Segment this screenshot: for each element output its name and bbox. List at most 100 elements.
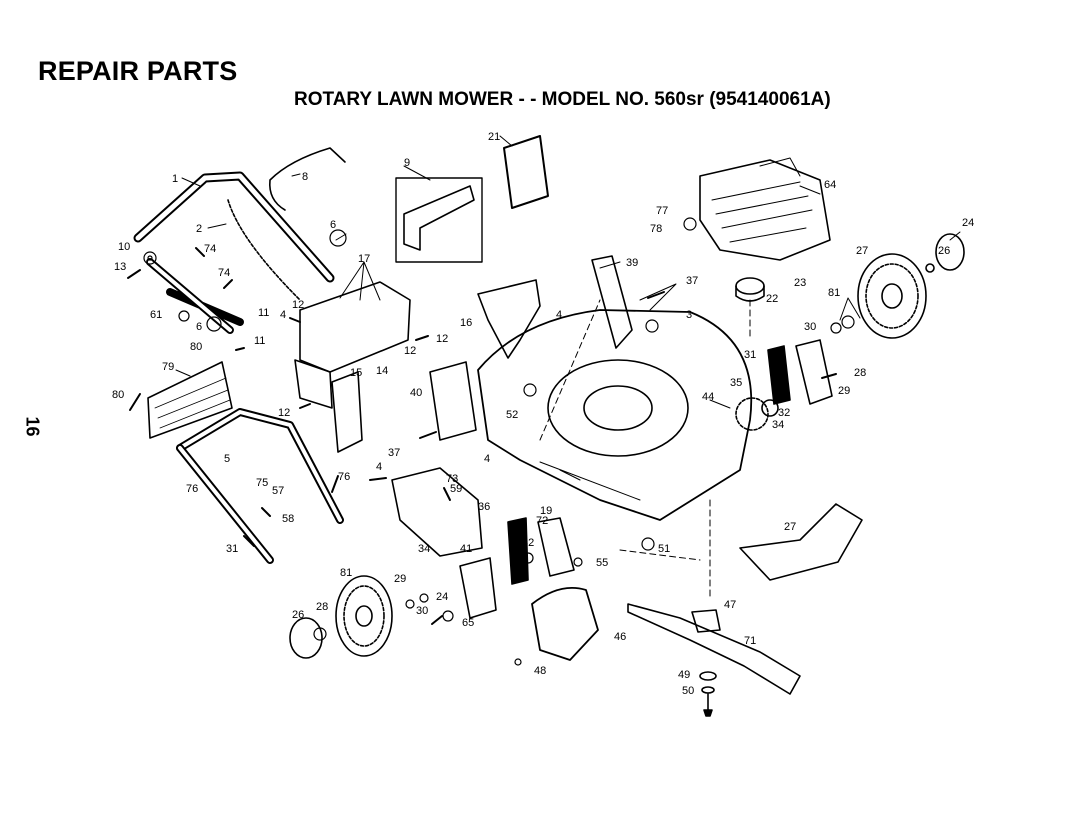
callout-label: 31	[744, 349, 756, 361]
callout-label: 4	[484, 453, 490, 465]
callout-label: 1	[172, 173, 178, 185]
callout-label: 6	[196, 321, 202, 333]
callout-label: 29	[394, 573, 406, 585]
deflector-part	[331, 371, 363, 453]
callout-label: 41	[460, 543, 472, 555]
callout-label: 11	[254, 335, 265, 347]
drive-pulley-part	[735, 277, 765, 295]
callout-label: 30	[804, 321, 816, 333]
callout-label: 78	[650, 223, 662, 235]
model-subtitle: ROTARY LAWN MOWER - - MODEL NO. 560sr (9…	[294, 89, 831, 110]
callout-label: 36	[478, 501, 490, 513]
callout-label: 12	[404, 345, 416, 357]
callout-label: 11	[258, 307, 269, 319]
callout-label: 48	[534, 665, 546, 677]
callout-label: 57	[272, 485, 284, 497]
callout-label: 37	[686, 275, 698, 287]
callout-label: 21	[488, 131, 500, 143]
callout-label: 40	[410, 387, 422, 399]
callout-label: 4	[556, 309, 562, 321]
callout-label: 61	[150, 309, 162, 321]
callout-label: 74	[218, 267, 230, 279]
callout-label: 2	[196, 223, 202, 235]
callout-label: 32	[778, 407, 790, 419]
callout-label: 12	[292, 299, 304, 311]
callout-label: 77	[656, 205, 668, 217]
callout-label: 26	[292, 609, 304, 621]
callout-labels: 1 2 10 13 74 74 61 6 80 79 80 8 6 17 11 …	[112, 131, 974, 697]
side-shield-part	[391, 467, 483, 557]
cable-part	[268, 147, 346, 211]
callout-label: 81	[828, 287, 840, 299]
callout-label: 79	[162, 361, 174, 373]
callout-label: 51	[658, 543, 670, 555]
callout-label: 39	[626, 257, 638, 269]
callout-label: 28	[854, 367, 866, 379]
callout-label: 74	[204, 243, 216, 255]
callout-label: 15	[350, 367, 362, 379]
callout-label: 32	[522, 537, 534, 549]
callout-label: 75	[256, 477, 268, 489]
baffle-part	[739, 503, 863, 581]
callout-label: 10	[118, 241, 130, 253]
callout-label: 4	[376, 461, 382, 473]
discharge-chute-part	[477, 279, 541, 359]
callout-label: 14	[376, 365, 388, 377]
callout-label: 59	[450, 483, 462, 495]
callout-label: 72	[536, 515, 548, 527]
lower-handle-part	[176, 408, 344, 564]
rear-wheel-part	[857, 253, 927, 339]
callout-label: 24	[962, 217, 974, 229]
hubcap-part	[935, 233, 965, 271]
callout-label: 26	[938, 245, 950, 257]
callout-label: 24	[436, 591, 448, 603]
upper-handle-part	[133, 171, 335, 334]
callout-label: 13	[114, 261, 126, 273]
callout-label: 80	[190, 341, 202, 353]
callout-label: 76	[338, 471, 350, 483]
callout-label: 58	[282, 513, 294, 525]
callout-label: 73	[446, 473, 458, 485]
callout-label: 19	[540, 505, 552, 517]
callout-label: 4	[280, 309, 286, 321]
callout-label: 47	[724, 599, 736, 611]
callout-label: 9	[404, 157, 410, 169]
rear-flap-part	[147, 361, 233, 439]
callout-label: 65	[462, 617, 474, 629]
callout-label: 28	[316, 601, 328, 613]
callout-label: 52	[506, 409, 518, 421]
height-adjuster-part	[795, 339, 833, 405]
callout-label: 16	[460, 317, 472, 329]
mower-deck-part	[477, 309, 753, 521]
adjuster-gear-part	[735, 397, 769, 431]
blade-part	[627, 603, 801, 695]
callout-label: 34	[418, 543, 430, 555]
callout-label: 22	[766, 293, 778, 305]
callout-label: 37	[388, 447, 400, 459]
callout-label: 71	[744, 635, 756, 647]
engine-part	[699, 157, 831, 261]
callout-label: 49	[678, 669, 690, 681]
callout-label: 30	[416, 605, 428, 617]
callout-label: 3	[686, 309, 692, 321]
callout-label: 8	[302, 171, 308, 183]
callout-label: 76	[186, 483, 198, 495]
callout-label: 55	[596, 557, 608, 569]
callout-label: 29	[838, 385, 850, 397]
callout-label: 12	[436, 333, 448, 345]
front-hubcap-part	[289, 617, 323, 659]
page-title: REPAIR PARTS	[38, 56, 238, 86]
front-wheel-part	[335, 575, 393, 657]
callout-label: 35	[730, 377, 742, 389]
callout-label: 5	[224, 453, 230, 465]
callout-label: 46	[614, 631, 626, 643]
callout-label: 27	[784, 521, 796, 533]
callout-label: 23	[794, 277, 806, 289]
grass-bag-part	[503, 135, 549, 209]
mulch-plug-part	[531, 586, 599, 661]
callout-label: 80	[112, 389, 124, 401]
callout-label: 81	[340, 567, 352, 579]
callout-label: 6	[330, 219, 336, 231]
callout-label: 27	[856, 245, 868, 257]
